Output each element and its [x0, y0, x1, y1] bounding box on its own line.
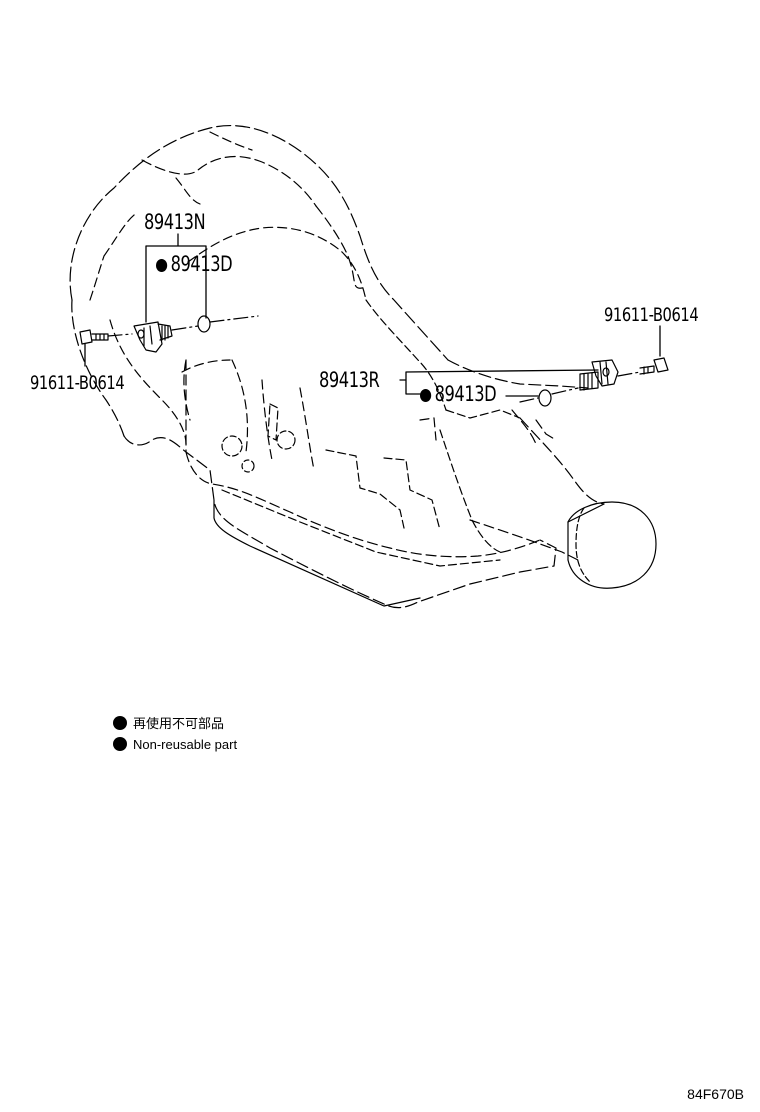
non-reusable-dot-icon [113, 737, 127, 751]
case-body-outline [123, 435, 557, 609]
left-sensor-assembly [79, 315, 259, 353]
callout-91611-B0614-left: 91611-B0614 [30, 372, 125, 394]
right-sensor-assembly [519, 357, 669, 407]
legend-japanese: 再使用不可部品 [113, 716, 224, 732]
callout-89413N: 89413N [144, 210, 206, 234]
non-reusable-dot-icon [420, 389, 432, 402]
callout-89413D-left-text: 89413D [170, 252, 233, 276]
oil-pan-outline [213, 499, 421, 607]
callout-89413D-left: 89413D [156, 252, 233, 276]
illustration-code: 84F670B [687, 1086, 744, 1102]
bell-housing-outline [69, 124, 449, 361]
legend-english: Non-reusable part [113, 737, 237, 753]
output-flange [567, 501, 657, 589]
leader-lines [84, 233, 661, 397]
bolt-left [79, 329, 109, 345]
legend-english-text: Non-reusable part [133, 737, 238, 752]
legend-japanese-text: 再使用不可部品 [133, 716, 225, 731]
gasket-right [538, 389, 552, 407]
extension-housing-outline [447, 359, 589, 389]
non-reusable-dot-icon [113, 716, 127, 730]
callout-91611-B0614-right: 91611-B0614 [604, 304, 699, 326]
callout-89413D-right: 89413D [420, 382, 497, 406]
non-reusable-dot-icon [156, 259, 168, 272]
callout-89413D-right-text: 89413D [434, 382, 497, 406]
callout-89413R: 89413R [319, 368, 380, 392]
gasket-left [197, 315, 211, 333]
bolt-right [639, 357, 669, 375]
